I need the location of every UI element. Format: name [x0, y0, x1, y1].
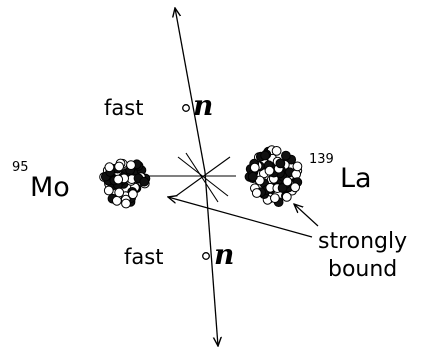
proton [248, 172, 257, 181]
proton [276, 159, 285, 168]
neutron [122, 199, 131, 208]
strongly-bound-arrow-right [294, 204, 318, 226]
neutron-bottom-label: fast [124, 245, 163, 269]
neutron [282, 193, 291, 202]
neutron [104, 186, 113, 195]
neutron [105, 163, 114, 172]
proton [140, 177, 149, 186]
la-element-symbol: La [340, 163, 372, 194]
neutron [271, 194, 280, 203]
neutron [250, 163, 259, 172]
neutron-top-dot [183, 105, 190, 112]
neutron [113, 196, 122, 205]
neutron [252, 189, 261, 198]
mo-nucleus [100, 159, 150, 208]
la-nucleus [245, 146, 302, 207]
fission-point-burst [148, 153, 236, 202]
mo-mass-number: 95 [12, 160, 29, 175]
neutron-top-label: fast [104, 96, 143, 120]
neutron [127, 161, 136, 170]
neutron-bottom-dot [203, 253, 210, 260]
annotation-line2: bound [328, 257, 397, 282]
la-mass-number: 139 [309, 152, 334, 167]
mo-element-symbol: Mo [30, 172, 70, 203]
neutron [115, 162, 124, 171]
proton [261, 151, 270, 160]
neutron [283, 177, 292, 186]
neutron [115, 188, 124, 197]
neutron [114, 175, 123, 184]
neutron [129, 190, 138, 199]
neutron-bottom-symbol: n [214, 238, 234, 271]
neutron [292, 170, 301, 179]
strongly-bound-arrow-left [168, 197, 312, 237]
neutron [265, 166, 274, 175]
neutron [291, 183, 300, 192]
neutron [293, 162, 302, 171]
neutron-top-symbol: n [193, 89, 213, 122]
proton [282, 151, 291, 160]
annotation-line1: strongly [318, 229, 407, 254]
neutron [272, 147, 281, 156]
